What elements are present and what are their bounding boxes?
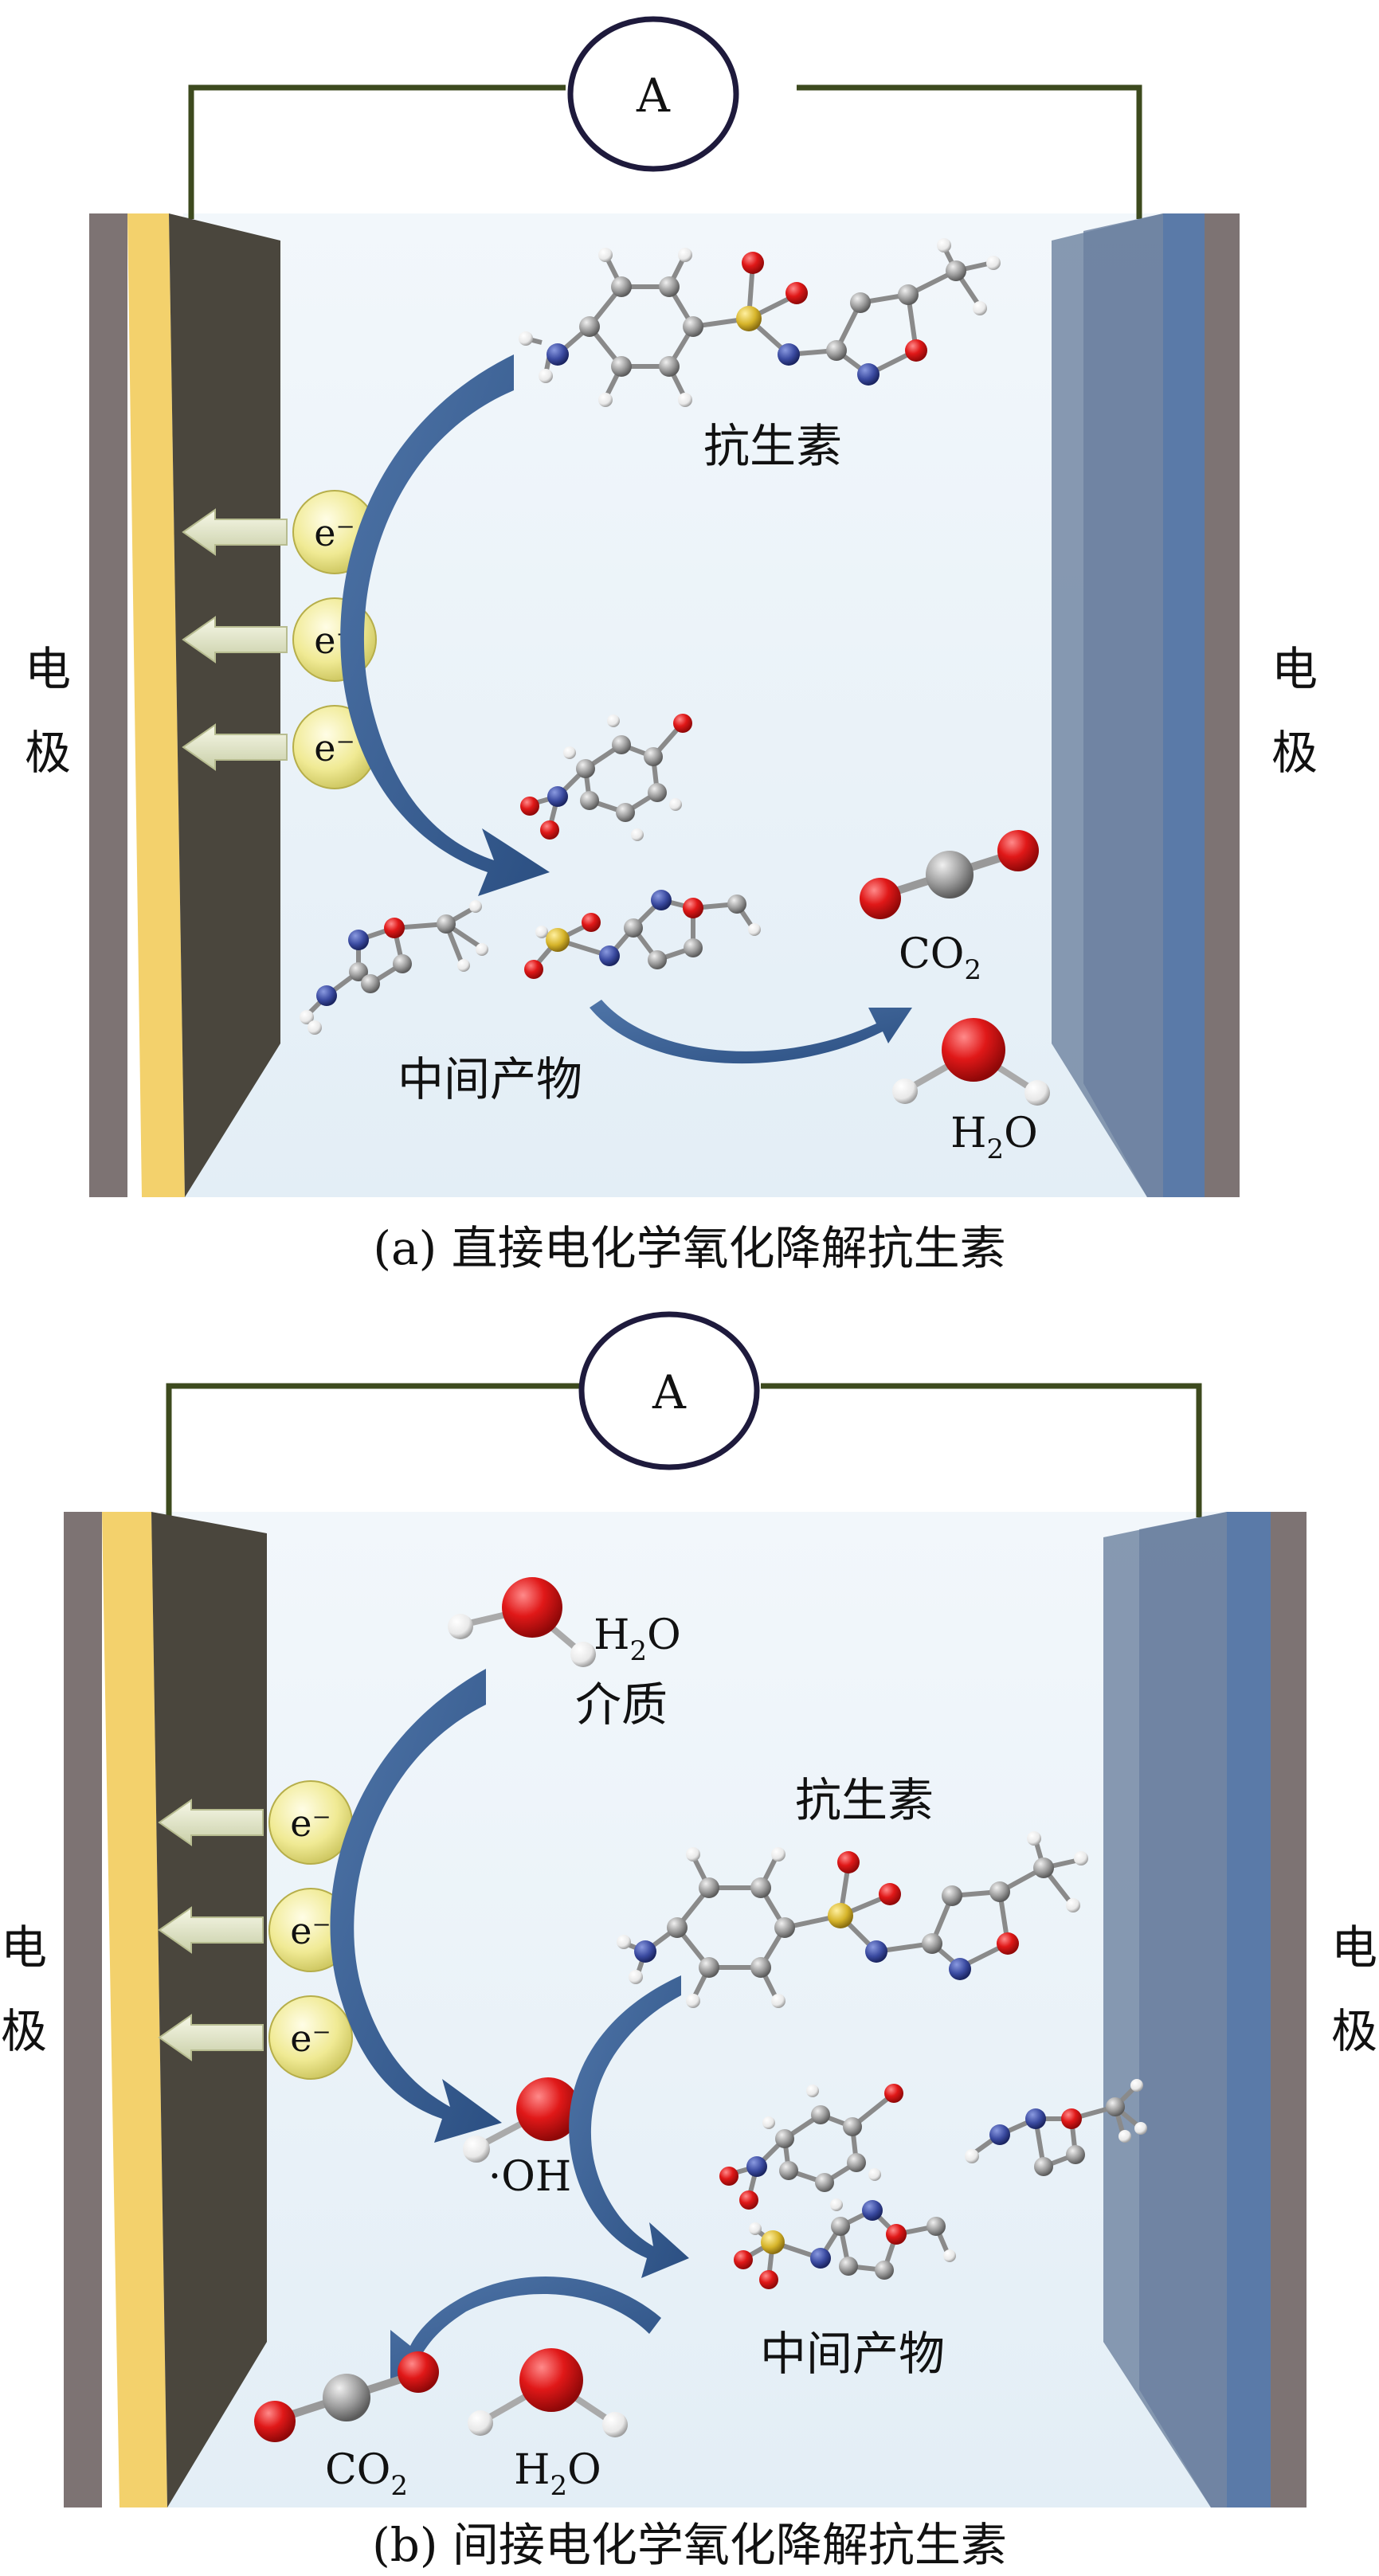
left-electrode-label-1: 电 (25, 642, 71, 696)
left-electrode (89, 213, 280, 1197)
generation-arrow (330, 1669, 502, 2143)
intermediate-atoms (719, 2079, 1147, 2289)
co2-molecule (254, 2351, 439, 2442)
ammeter (567, 16, 739, 172)
degradation-arrow-1 (340, 354, 550, 896)
panel-a-direct-oxidation: A 电 极 电 极 e⁻ e⁻ e⁻ (25, 16, 1318, 1275)
electron-label: e⁻ (290, 2017, 331, 2060)
electron-label: e⁻ (314, 726, 355, 769)
h2o-molecule (892, 1018, 1050, 1106)
intermediate-label: 中间产物 (760, 2327, 945, 2381)
co2-label: CO2 (325, 2446, 408, 2502)
wire-right (761, 1383, 1202, 1517)
caption-b: (b) 间接电化学氧化降解抗生素 (372, 2518, 1007, 2572)
caption-a: (a) 直接电化学氧化降解抗生素 (373, 1221, 1006, 1275)
antibiotic-label: 抗生素 (703, 419, 842, 473)
hydroxyl-label: ·OH (488, 2153, 572, 2201)
h2o-molecule (468, 2348, 628, 2437)
antibiotic-atoms (519, 238, 1001, 407)
right-electrode-label-2: 极 (1271, 726, 1318, 780)
wire-left (188, 84, 566, 219)
panel-b-diagram: A 电 极 电 极 e⁻ e⁻ e⁻ (1, 1311, 1377, 2507)
mineralization-arrow (590, 1000, 912, 1064)
electron-label: e⁻ (290, 1909, 331, 1952)
right-electrode (1103, 1512, 1307, 2507)
ammeter-label: A (636, 69, 671, 123)
right-electrode-label-1: 电 (1271, 642, 1318, 696)
electron-flow: e⁻ e⁻ e⁻ (158, 1780, 353, 2080)
wire-right (797, 84, 1142, 219)
right-electrode-label-1: 电 (1331, 1920, 1377, 1975)
co2-molecule (860, 830, 1039, 919)
electrolyte-tank (159, 1512, 1259, 2507)
electron-label: e⁻ (290, 1802, 331, 1845)
antibiotic-atoms (617, 1831, 1088, 2008)
mineralization-arrow (390, 2276, 661, 2382)
degradation-arrow (569, 1975, 689, 2278)
wire-left (166, 1383, 586, 1517)
ammeter-label: A (652, 1365, 687, 1419)
left-electrode (64, 1512, 267, 2507)
medium-label: 介质 (575, 1678, 668, 1732)
panel-a-diagram: A 电 极 电 极 e⁻ e⁻ e⁻ (25, 16, 1318, 1197)
intermediate-atoms (300, 714, 761, 1035)
right-electrode-label-2: 极 (1331, 2004, 1377, 2058)
medium-h2o-label: H2O (594, 1611, 681, 1667)
medium-h2o-molecule (448, 1577, 596, 1667)
antibiotic-label: 抗生素 (795, 1773, 934, 1827)
ammeter (578, 1311, 760, 1470)
hydroxyl-radical (463, 2077, 580, 2163)
h2o-label: H2O (950, 1110, 1038, 1165)
co2-label: CO2 (899, 930, 981, 986)
left-electrode-label-2: 极 (25, 726, 71, 780)
right-electrode (1052, 213, 1240, 1197)
left-electrode-label-1: 电 (1, 1920, 47, 1975)
intermediate-label: 中间产物 (398, 1052, 582, 1106)
electron-label: e⁻ (314, 511, 355, 554)
panel-b-indirect-oxidation: A 电 极 电 极 e⁻ e⁻ e⁻ (0, 1290, 1379, 2576)
left-electrode-label-2: 极 (1, 2004, 47, 2058)
h2o-label: H2O (514, 2446, 601, 2502)
